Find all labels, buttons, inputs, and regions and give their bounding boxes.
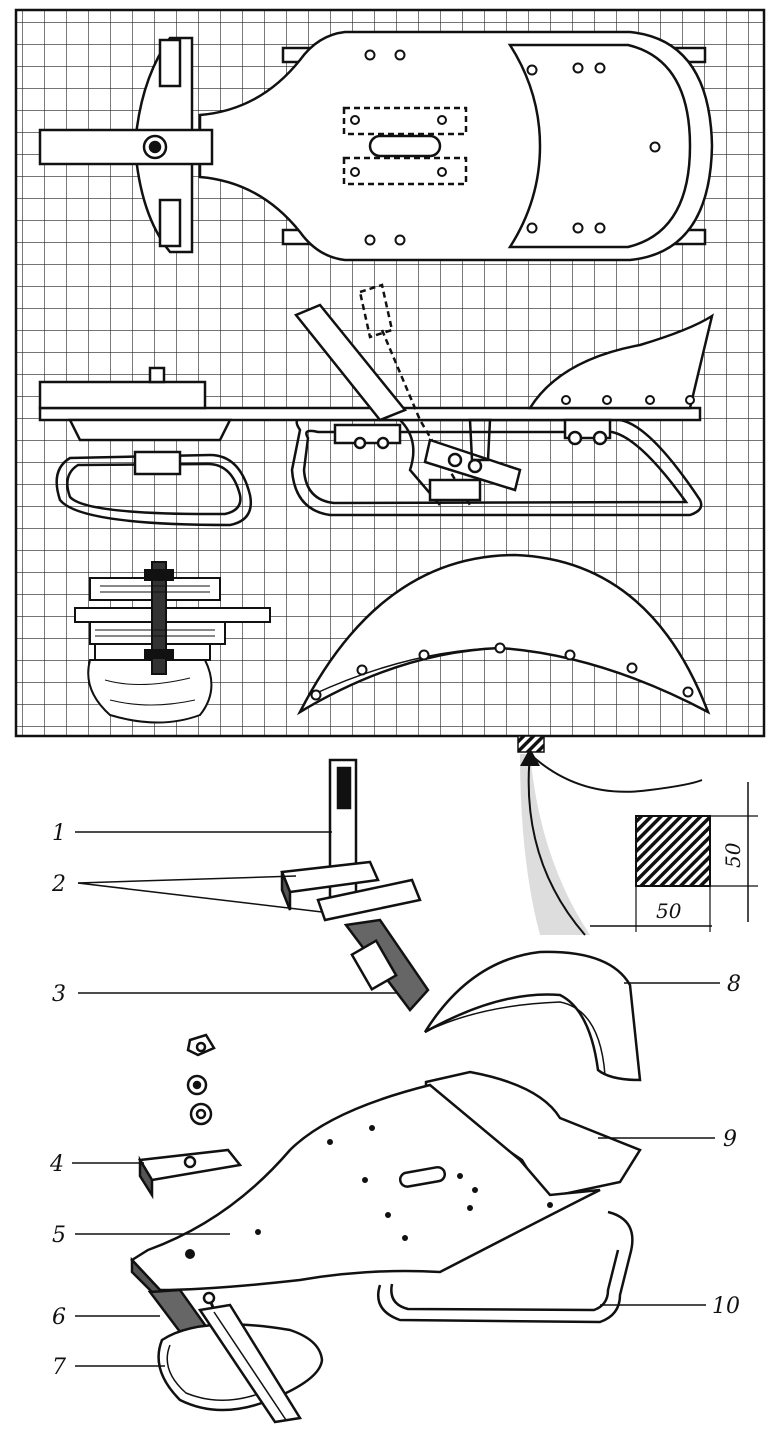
callout-8: 8 (727, 972, 741, 997)
top-view-seat-platform (38, 30, 714, 262)
bolt-section-detail (74, 561, 271, 724)
cell-height-label: 50 (721, 842, 745, 868)
callout-leaders (72, 831, 720, 1367)
side-view-assembly (38, 283, 714, 527)
exploded-assembly (130, 758, 642, 1424)
callout-7: 7 (52, 1355, 66, 1380)
callout-1: 1 (52, 821, 66, 846)
callout-4: 4 (49, 1152, 64, 1177)
grid-cell-dimension-detail: 50 50 (517, 735, 758, 936)
callout-9: 9 (723, 1127, 737, 1152)
callout-3: 3 (52, 982, 66, 1007)
callout-5: 5 (52, 1223, 66, 1248)
callout-2: 2 (51, 872, 66, 897)
cell-width-label: 50 (656, 899, 682, 923)
seat-back-crescent (296, 553, 711, 716)
callout-6: 6 (52, 1305, 66, 1330)
callout-10: 10 (712, 1294, 740, 1319)
callout-labels: 1 2 3 4 5 6 7 8 9 10 (49, 821, 741, 1380)
